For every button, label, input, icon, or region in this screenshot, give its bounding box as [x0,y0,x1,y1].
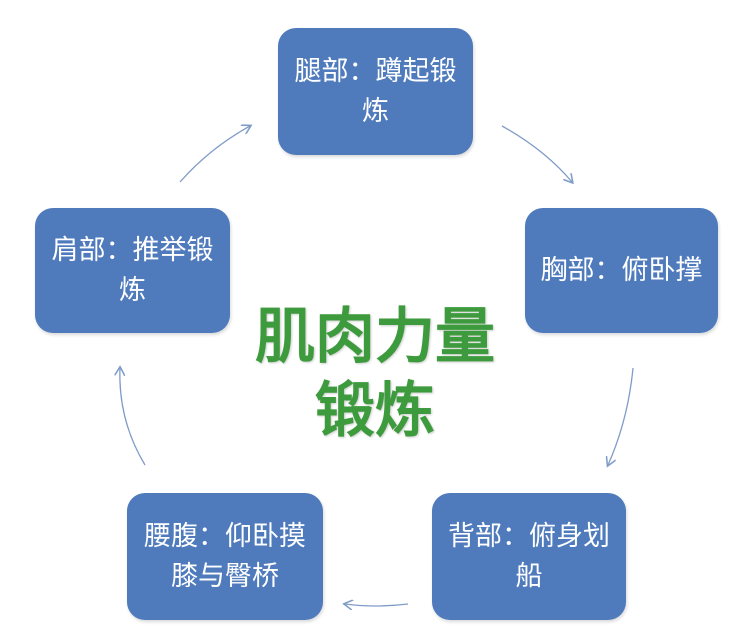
step-back-label: 背部：俯身划船 [448,520,610,592]
arrow-legs-to-chest [501,125,572,182]
step-chest: 胸部：俯卧撑 [525,208,718,333]
center-title-line-1: 肌肉力量 [255,302,495,372]
step-legs-label: 腿部：蹲起锻炼 [294,55,457,127]
arrow-chest-to-back [608,367,634,465]
arrow-shoulder-to-legs [179,126,250,183]
step-core-label: 腰腹：仰卧摸膝与臀桥 [144,520,306,592]
step-shoulder: 肩部：推举锻炼 [35,208,230,333]
step-back: 背部：俯身划船 [432,493,626,620]
step-core: 腰腹：仰卧摸膝与臀桥 [127,493,323,620]
arrow-back-to-core [345,604,409,606]
step-shoulder-label: 肩部：推举锻炼 [51,234,214,306]
step-legs: 腿部：蹲起锻炼 [278,28,473,155]
arrow-core-to-shoulder [120,368,146,466]
step-chest-label: 胸部：俯卧撑 [540,254,703,286]
center-title-line-2: 锻炼 [315,376,435,446]
center-title: 肌肉力量 锻炼 [215,300,535,448]
